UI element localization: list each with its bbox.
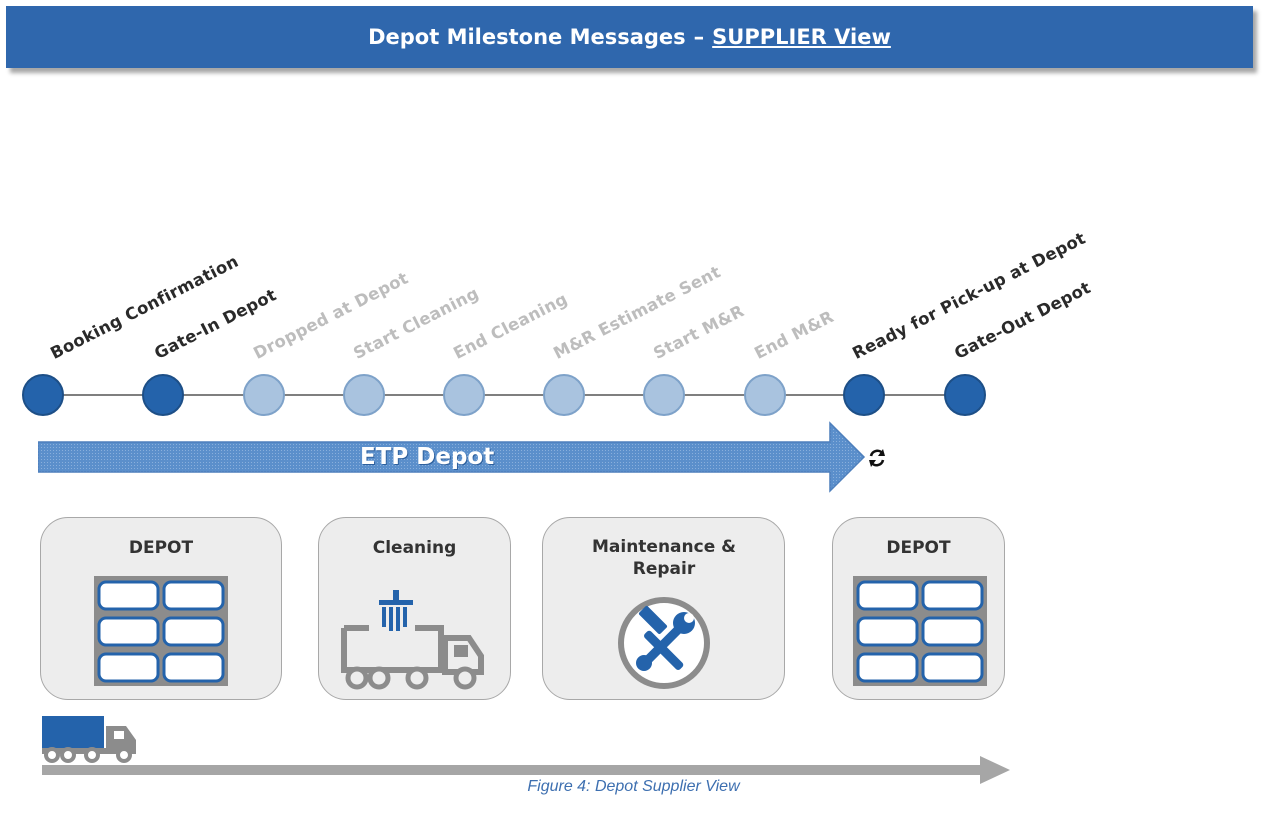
header-view-label: SUPPLIER View — [712, 25, 891, 49]
milestone-node-gate-in-depot — [142, 374, 184, 416]
figure-caption: Figure 4: Depot Supplier View — [527, 778, 740, 795]
process-arrow — [42, 756, 1010, 784]
cleaning-truck-icon — [341, 590, 484, 690]
delivery-truck-icon — [42, 716, 136, 763]
stage-title: Maintenance & Repair — [591, 537, 736, 579]
stage-box-maintenance-repair: Maintenance & Repair — [542, 517, 785, 700]
milestone-node-booking-confirmation — [22, 374, 64, 416]
stage-box-depot-in: DEPOT — [40, 517, 282, 700]
milestone-node-end-mr — [744, 374, 786, 416]
transport-flow — [42, 716, 1010, 784]
header-title: Depot Milestone Messages — [368, 25, 686, 49]
cycle-icon — [869, 449, 885, 467]
milestone-node-gate-out-depot — [944, 374, 986, 416]
milestone-label: M&R Estimate Sent — [550, 262, 724, 363]
stage-title: DEPOT — [886, 538, 951, 558]
milestone-node-dropped-at-depot — [243, 374, 285, 416]
milestone-node-start-mr — [643, 374, 685, 416]
container-stack-icon — [853, 576, 987, 686]
stage-title: Cleaning — [372, 538, 457, 558]
etp-depot-arrow — [38, 421, 866, 493]
header-banner: Depot Milestone Messages – SUPPLIER View — [6, 6, 1253, 68]
milestone-node-end-cleaning — [443, 374, 485, 416]
milestone-label: End M&R — [751, 306, 837, 363]
stage-box-depot-out: DEPOT — [832, 517, 1005, 700]
milestone-label: Start M&R — [650, 301, 748, 363]
header-separator: – — [693, 25, 705, 49]
etp-depot-label: ETP Depot — [360, 444, 495, 470]
milestone-node-start-cleaning — [343, 374, 385, 416]
milestone-label: Dropped at Depot — [250, 268, 412, 363]
milestone-node-mr-estimate-sent — [543, 374, 585, 416]
stage-title: DEPOT — [128, 538, 194, 558]
stage-box-cleaning: Cleaning — [318, 517, 511, 700]
timeline-line — [44, 394, 966, 396]
container-stack-icon — [94, 576, 228, 686]
hammer-wrench-icon — [618, 597, 710, 689]
milestone-label: Booking Confirmation — [47, 251, 242, 363]
milestone-node-ready-for-pickup — [843, 374, 885, 416]
